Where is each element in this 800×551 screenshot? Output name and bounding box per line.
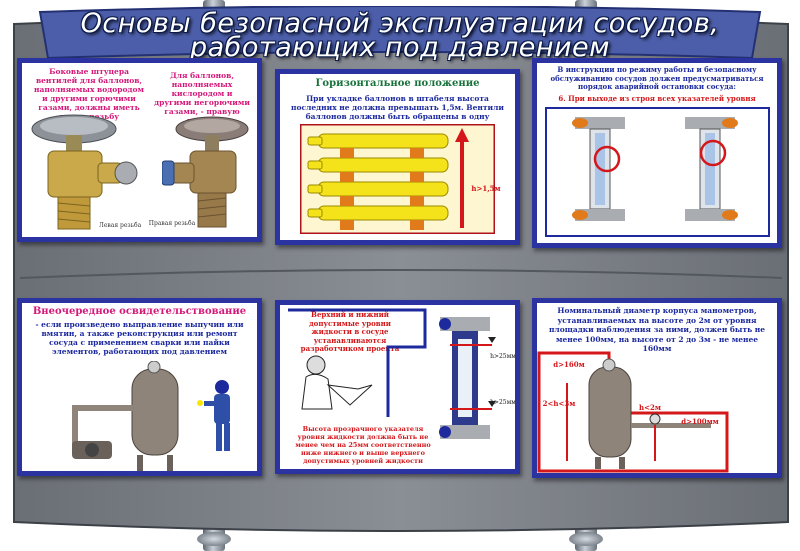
right-thread-label: Правая резьба [148,220,196,227]
instructions-text: В инструкции по режиму работы и безопасн… [550,65,764,91]
gauge-left [572,117,625,221]
left-thread-valve-illustration [31,114,138,230]
level-top-offset: h>25мм [490,353,515,360]
pole-base-left [197,532,231,546]
panel-manometers: Номинальный диаметр корпуса манометров, … [532,298,782,478]
panel-liquid-levels: Верхний и нижний допустимые уровни жидко… [275,300,520,474]
inspection-heading: Внеочередное освидетельствование [32,306,247,317]
sight-glass-illustration [439,317,496,439]
panel-horizontal-position: Горизонтальное положение При укладке бал… [275,69,520,245]
panel-valves: Боковые штуцера вентилей для баллонов, н… [17,58,262,242]
right-thread-valve-illustration [162,116,249,228]
levels-bottom-text: Высота прозрачного указателя уровня жидк… [295,425,431,465]
diameter-100-label: d>100мм [681,417,719,426]
title-line-1: Основы безопасной эксплуатации сосудов, [80,8,720,39]
level-indicators-illustration [545,107,770,237]
cylinder-row [307,133,449,221]
levels-top-text: Верхний и нижний допустимые уровни жидко… [300,310,400,353]
inspection-text: - если произведено выправление выпучин и… [35,320,244,356]
title-line-2: работающих под давлением [190,32,610,63]
manometer-text: Номинальный диаметр корпуса манометров, … [548,306,766,353]
vessel-welding-illustration [72,361,230,471]
level-bottom-offset: h>25мм [490,399,515,406]
page-title: Основы безопасной эксплуатации сосудов, … [60,8,740,63]
left-thread-label: Левая резьба [98,222,142,229]
height-under-2-label: h<2м [639,403,661,412]
panel-emergency-stop: В инструкции по режиму работы и безопасн… [532,58,782,248]
height-range-label: 2<h<3м [542,399,576,408]
diameter-160-label: d>160м [553,360,585,369]
vessel-manometer-illustration [537,351,729,473]
panel-extraordinary-inspection: Внеочередное освидетельствование - если … [17,298,262,476]
gauge-right [685,117,738,221]
horizontal-heading: Горизонтальное положение [315,78,480,89]
blue-callout-frame [288,308,427,417]
welder-figure [197,380,230,451]
stacked-cylinders-illustration [300,124,495,234]
person-reading-illustration [301,355,373,410]
pole-base-right [569,532,603,546]
stack-height-label: h>1,5м [471,184,501,193]
